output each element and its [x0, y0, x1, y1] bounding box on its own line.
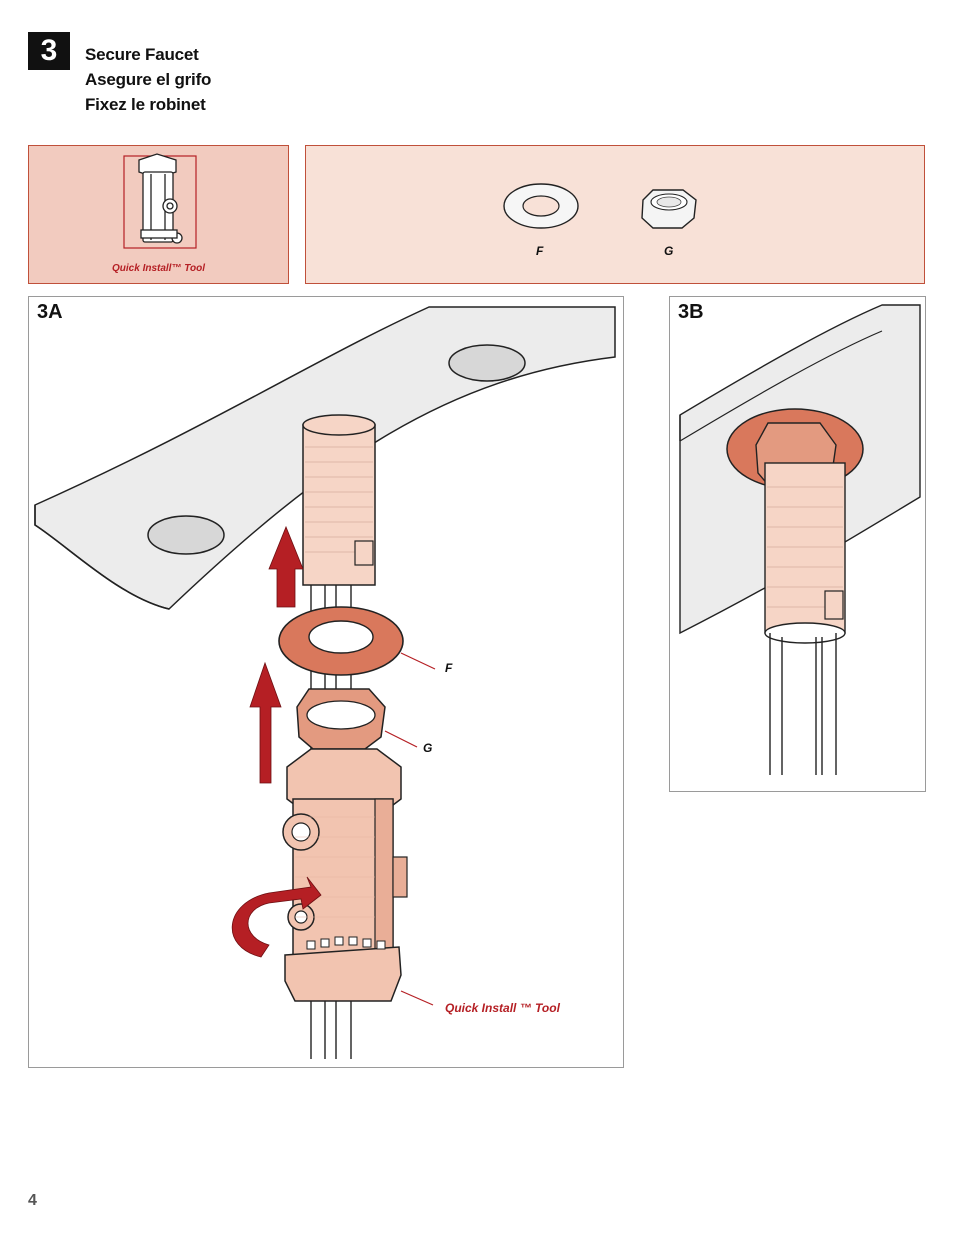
supply-lines [769, 633, 837, 775]
callout-quick-install-tool: Quick Install ™ Tool [445, 1001, 560, 1015]
washer-f [278, 606, 404, 676]
part-g-letter: G [664, 244, 674, 258]
figure-3a-illustration [34, 306, 616, 1059]
washer-f-icon [503, 183, 579, 229]
quick-install-tool-icon [123, 153, 197, 249]
title-french: Fixez le robinet [85, 95, 206, 114]
rotate-arrow-icon [231, 876, 322, 958]
step-titles: Secure Faucet Asegure el grifo Fixez le … [85, 42, 211, 117]
tool-box: Quick Install™ Tool [28, 145, 289, 284]
installed-shank [764, 462, 846, 644]
figure-3b-label: 3B [678, 301, 704, 323]
nut-g-icon [641, 189, 697, 229]
callout-f: F [445, 661, 453, 675]
title-english: Secure Faucet [85, 45, 199, 64]
figure-3a-label: 3A [37, 301, 63, 323]
title-spanish: Asegure el grifo [85, 70, 212, 89]
threaded-shank [302, 414, 376, 586]
quick-install-tool [282, 748, 408, 1002]
figure-3b-illustration [679, 304, 921, 775]
callout-leaders [384, 652, 436, 1006]
parts-illustration [503, 183, 697, 229]
tool-label: Quick Install™ Tool [112, 263, 205, 274]
figure-3b: 3B [669, 296, 926, 792]
step-number-badge: 3 [28, 32, 70, 70]
part-f-letter: F [536, 244, 544, 258]
nut-g [296, 688, 386, 750]
parts-box: F G [305, 145, 925, 284]
figure-3a: 3A [28, 296, 624, 1068]
callout-g: G [423, 741, 433, 755]
upward-arrow-icons [249, 525, 304, 784]
page-number: 4 [28, 1192, 37, 1209]
